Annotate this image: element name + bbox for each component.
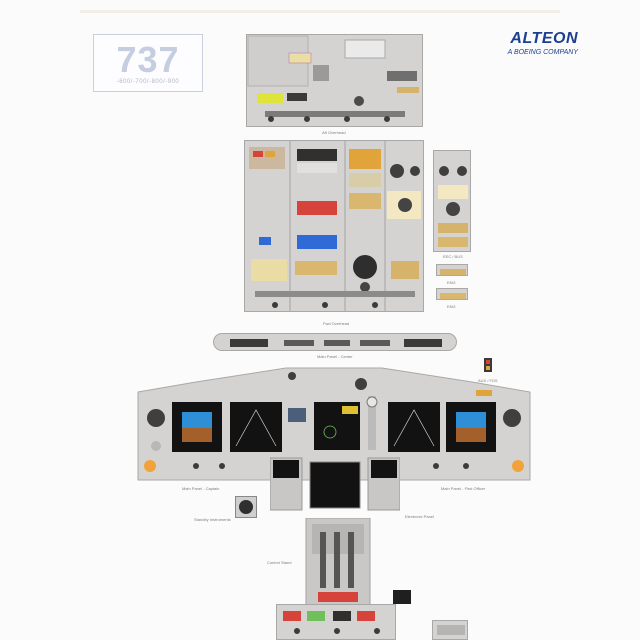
pedestal-detail [283,611,380,634]
side-panel-a [433,150,471,252]
pedestal-panel [276,604,396,640]
pedestal-side-detail [437,625,465,635]
aft-overhead-detail [247,35,419,122]
main-panel [136,362,532,482]
standby-dial [239,500,253,514]
brand-logo: ALTEON A BOEING COMPANY [470,30,578,56]
main-fo-label: Main Panel - First Officer [441,486,486,491]
brand-name: ALTEON [510,30,578,47]
brand-tagline: A BOEING COMPANY [507,49,578,56]
control-stand-label: Control Stand [267,560,292,565]
main-center-label: Main Panel - Center [317,354,353,359]
fwd-overhead-panel [244,140,424,312]
standby-instrument [235,496,257,518]
main-center-strip-detail [230,339,442,347]
side-panel-b-detail [440,269,466,275]
aux-indicator-amber [486,366,490,370]
aux-switch [484,358,492,372]
aft-overhead-label: Aft Overhead [322,130,346,135]
side-panel-c-label: ENG [447,304,456,309]
fwd-overhead-detail [249,141,421,311]
standby-label: Standby Instruments [194,517,231,522]
top-edge-strip [80,10,560,13]
side-panel-b-label: ENG [447,280,456,285]
title-box: 737 -600/-700/-800/-900 [93,34,203,92]
side-panel-a-label: EEC / BUS [443,254,463,259]
model-title: 737 [116,39,180,80]
side-panel-a-detail [438,166,468,247]
small-display [393,590,411,604]
fwd-overhead-label: Fwd Overhead [323,321,350,326]
side-panel-c-detail [440,293,466,299]
aux-indicator-red [486,360,490,364]
main-panel-detail [137,367,531,481]
side-panel-c [436,288,468,300]
lower-center-detail [269,457,401,511]
electronic-panel-label: Electronic Panel [405,514,434,519]
side-panel-b [436,264,468,276]
aft-overhead-panel [246,34,423,127]
pedestal-side-panel [432,620,468,640]
main-captain-label: Main Panel - Captain [182,486,220,491]
model-variants: -600/-700/-800/-900 [116,79,180,85]
main-center-strip [213,333,457,351]
aux-label: AUX / FDS [478,378,498,383]
lower-center-unit [269,456,401,516]
